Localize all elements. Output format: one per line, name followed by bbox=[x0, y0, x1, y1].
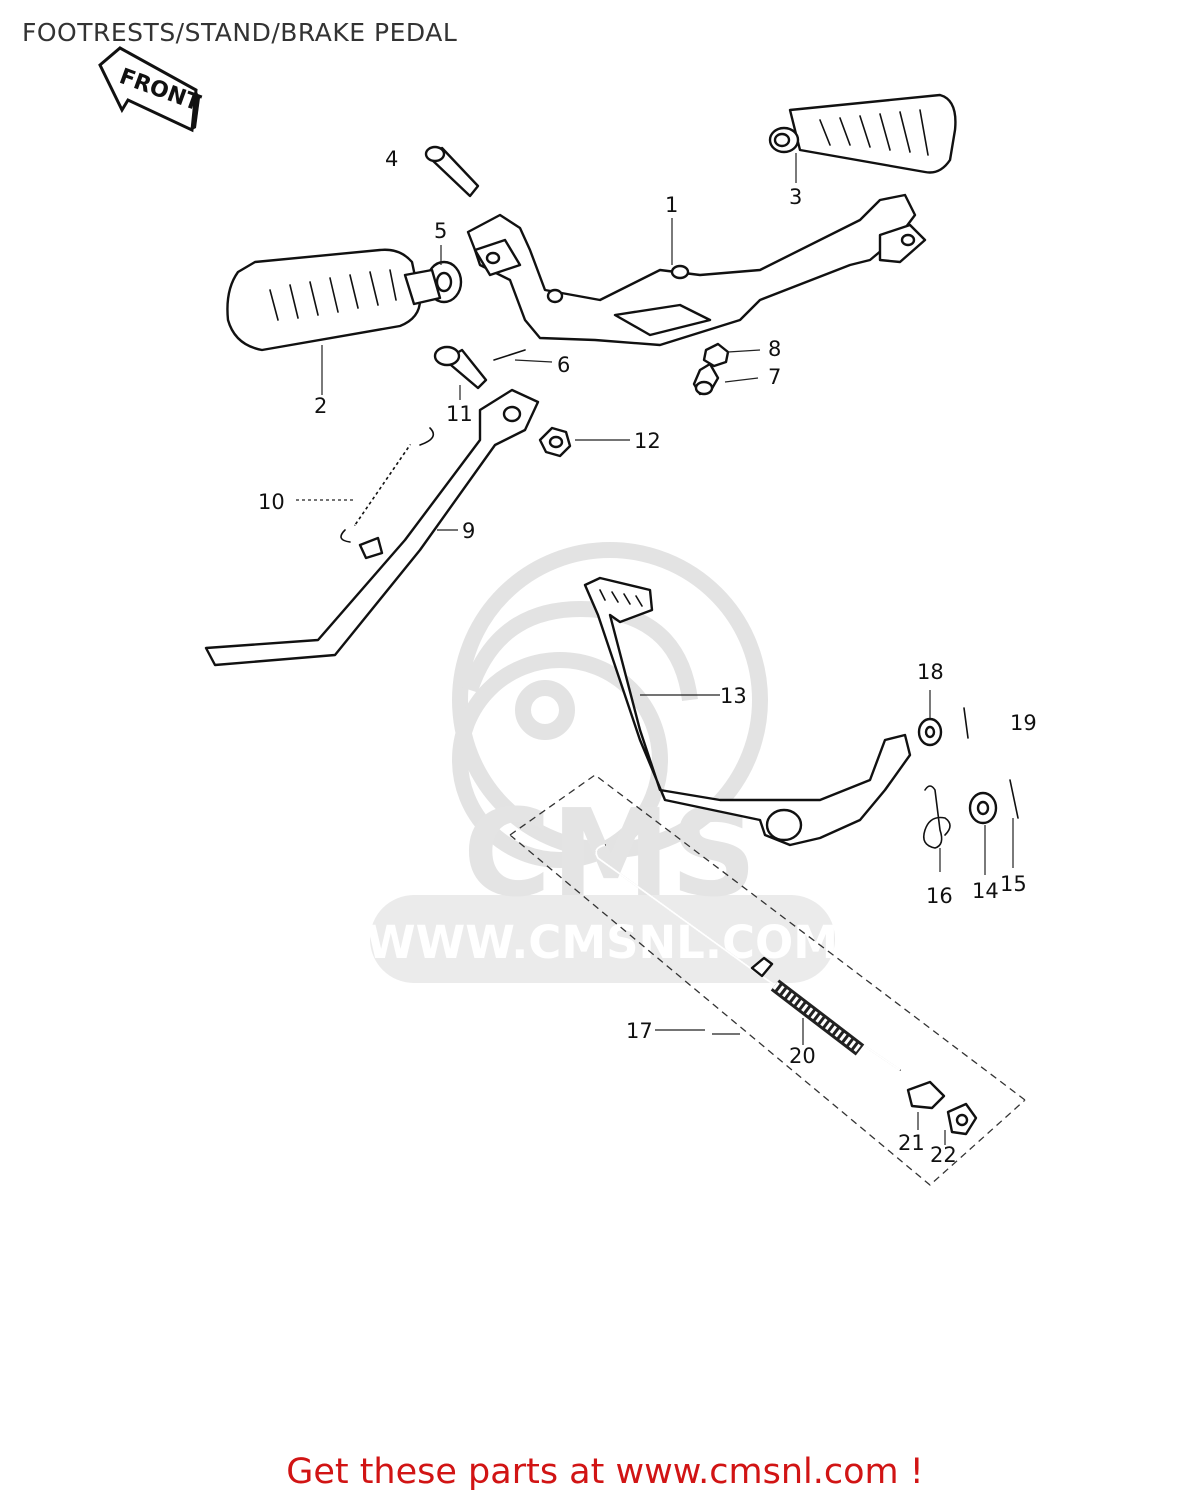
brake-rod-group-outline bbox=[509, 774, 1026, 1186]
callout-3: 3 bbox=[789, 185, 802, 209]
footer-parts-link[interactable]: Get these parts at www.cmsnl.com ! bbox=[286, 1452, 924, 1492]
callout-numbers: 1 2 3 4 5 6 7 8 9 10 11 12 13 14 15 16 1… bbox=[258, 147, 1037, 1167]
callout-20: 20 bbox=[789, 1044, 816, 1068]
part-15-cotter-pin bbox=[1009, 779, 1019, 819]
part-6-cotter-pin bbox=[493, 349, 526, 361]
part-21-joint bbox=[906, 1080, 946, 1110]
callout-4: 4 bbox=[385, 147, 398, 171]
watermark-url-text: WWW.CMSNL.COM bbox=[366, 916, 838, 969]
callout-12: 12 bbox=[634, 429, 661, 453]
callout-18: 18 bbox=[917, 660, 944, 684]
callout-5: 5 bbox=[434, 219, 447, 243]
leader-lines bbox=[296, 153, 1014, 1145]
callout-10: 10 bbox=[258, 490, 285, 514]
watermark-logo: CMS WWW.CMSNL.COM bbox=[366, 542, 838, 983]
part-1-footrest-bracket bbox=[466, 193, 927, 347]
callout-11: 11 bbox=[446, 402, 473, 426]
callout-1: 1 bbox=[665, 193, 678, 217]
part-12-nut bbox=[538, 426, 572, 458]
part-4-pin bbox=[424, 145, 480, 198]
callout-2: 2 bbox=[314, 394, 327, 418]
callout-15: 15 bbox=[1000, 872, 1027, 896]
part-17-brake-rod bbox=[595, 844, 901, 1071]
part-16-spring bbox=[922, 785, 951, 849]
callout-21: 21 bbox=[898, 1131, 925, 1155]
part-22-nut bbox=[946, 1102, 978, 1136]
part-3-footrest-rubber bbox=[768, 93, 957, 174]
callout-6: 6 bbox=[557, 353, 570, 377]
part-20-spring bbox=[770, 979, 865, 1056]
callout-7: 7 bbox=[768, 365, 781, 389]
part-18-washer bbox=[917, 717, 943, 747]
part-11-bolt bbox=[433, 345, 488, 390]
part-10-spring bbox=[340, 427, 435, 543]
callout-14: 14 bbox=[972, 879, 999, 903]
part-19-cotter-pin bbox=[963, 707, 969, 739]
callout-19: 19 bbox=[1010, 711, 1037, 735]
callout-13: 13 bbox=[720, 684, 747, 708]
part-9-side-stand bbox=[204, 388, 540, 667]
part-13-brake-pedal bbox=[583, 576, 912, 847]
callout-17: 17 bbox=[626, 1019, 653, 1043]
callout-8: 8 bbox=[768, 337, 781, 361]
front-arrow-icon: FRONT bbox=[98, 46, 204, 133]
callout-22: 22 bbox=[930, 1143, 957, 1167]
page-title: FOOTRESTS/STAND/BRAKE PEDAL bbox=[22, 18, 458, 47]
part-2-footrest-rubber bbox=[226, 248, 442, 352]
part-14-washer bbox=[968, 791, 998, 825]
part-7-bolt bbox=[692, 362, 720, 396]
part-8-nut bbox=[702, 342, 730, 368]
callout-16: 16 bbox=[926, 884, 953, 908]
callout-9: 9 bbox=[462, 519, 475, 543]
